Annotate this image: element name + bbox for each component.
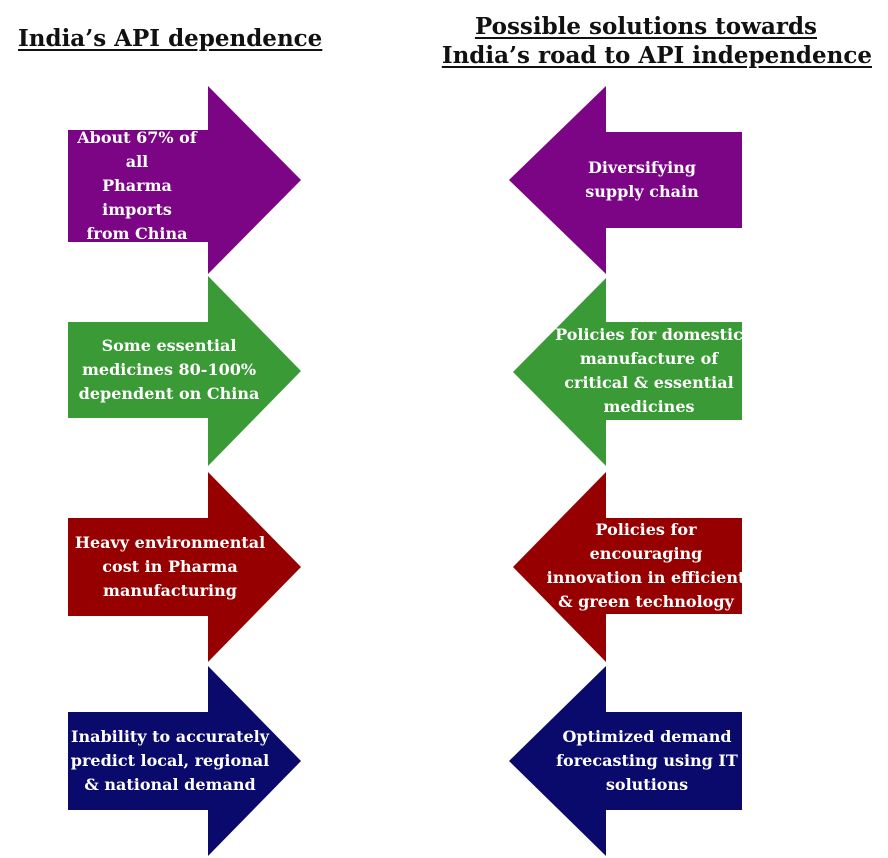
dependence-arrow-3: Heavy environmental cost in Pharma manuf… bbox=[68, 472, 301, 662]
arrow-shape bbox=[509, 86, 742, 274]
arrow-shape bbox=[68, 86, 301, 274]
solution-arrow-3: Policies for encouraging innovation in e… bbox=[513, 472, 745, 662]
arrow-label: Policies for domestic manufacture of cri… bbox=[555, 325, 743, 416]
solution-arrow-1: Diversifying supply chain bbox=[509, 86, 742, 274]
dependence-arrow-4: Inability to accurately predict local, r… bbox=[68, 666, 301, 856]
arrow-label: Policies for encouraging innovation in e… bbox=[546, 520, 746, 611]
left-column-title: India’s API dependence bbox=[18, 25, 323, 52]
solution-arrow-4: Optimized demand forecasting using IT so… bbox=[509, 666, 742, 856]
dependence-arrow-2: Some essential medicines 80-100% depende… bbox=[68, 276, 301, 466]
arrow-label: Inability to accurately predict local, r… bbox=[70, 727, 270, 794]
arrow-shape bbox=[513, 472, 742, 662]
arrow-shape bbox=[513, 278, 742, 466]
right-title-line-1: Possible solutions towards bbox=[474, 13, 817, 40]
arrow-shape bbox=[68, 472, 301, 662]
solution-arrow-2: Policies for domestic manufacture of cri… bbox=[513, 278, 743, 466]
right-column-title: Possible solutions towards India’s road … bbox=[442, 12, 872, 70]
arrow-shape bbox=[68, 276, 301, 466]
arrow-shape bbox=[68, 666, 301, 856]
right-title-line-2: India’s road to API independence bbox=[441, 42, 872, 69]
arrow-label: About 67% of all Pharma imports from Chi… bbox=[77, 128, 197, 243]
arrow-label: Heavy environmental cost in Pharma manuf… bbox=[74, 533, 266, 600]
dependence-arrow-1: About 67% of all Pharma imports from Chi… bbox=[68, 86, 301, 274]
arrow-shape bbox=[509, 666, 742, 856]
arrow-label: Optimized demand forecasting using IT so… bbox=[556, 727, 738, 794]
arrow-label: Some essential medicines 80-100% depende… bbox=[78, 336, 260, 403]
arrow-label: Diversifying supply chain bbox=[585, 158, 699, 201]
